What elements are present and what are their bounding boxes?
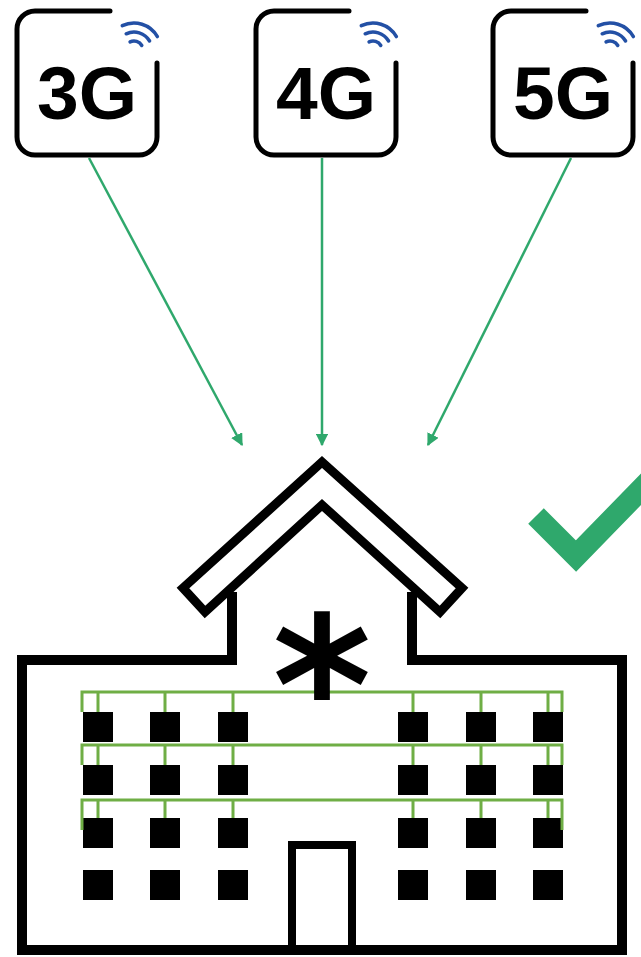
signal-icon bbox=[361, 23, 396, 45]
hospital-building: * bbox=[0, 445, 641, 957]
signal-waves bbox=[122, 23, 633, 45]
check-mark bbox=[536, 480, 641, 556]
window bbox=[533, 870, 563, 900]
window bbox=[466, 765, 496, 795]
window bbox=[398, 818, 428, 848]
window bbox=[83, 712, 113, 742]
network-icon: 3G bbox=[14, 8, 160, 158]
signal-arrow bbox=[89, 158, 242, 445]
window bbox=[398, 870, 428, 900]
network-label: 5G bbox=[490, 56, 636, 131]
signal-icon bbox=[598, 23, 633, 45]
window bbox=[466, 818, 496, 848]
window bbox=[533, 765, 563, 795]
window bbox=[398, 765, 428, 795]
network-label: 3G bbox=[14, 56, 160, 131]
window bbox=[150, 870, 180, 900]
signal-arrow bbox=[321, 158, 324, 445]
window bbox=[218, 870, 248, 900]
cable-run bbox=[82, 800, 562, 830]
signal-arrow bbox=[428, 158, 571, 445]
window bbox=[218, 818, 248, 848]
window bbox=[83, 765, 113, 795]
medical-symbol: * bbox=[222, 593, 422, 783]
window bbox=[218, 712, 248, 742]
network-icon: 5G bbox=[490, 8, 636, 158]
window bbox=[466, 712, 496, 742]
window bbox=[218, 765, 248, 795]
window bbox=[150, 765, 180, 795]
window bbox=[398, 712, 428, 742]
building-wall bbox=[22, 592, 622, 950]
roof bbox=[183, 462, 462, 612]
window bbox=[83, 818, 113, 848]
signal-icon bbox=[122, 23, 157, 45]
door bbox=[292, 845, 352, 950]
window bbox=[466, 870, 496, 900]
window bbox=[83, 870, 113, 900]
window bbox=[533, 818, 563, 848]
network-label: 4G bbox=[253, 56, 399, 131]
window bbox=[150, 712, 180, 742]
window bbox=[150, 818, 180, 848]
window bbox=[533, 712, 563, 742]
network-icon: 4G bbox=[253, 8, 399, 158]
